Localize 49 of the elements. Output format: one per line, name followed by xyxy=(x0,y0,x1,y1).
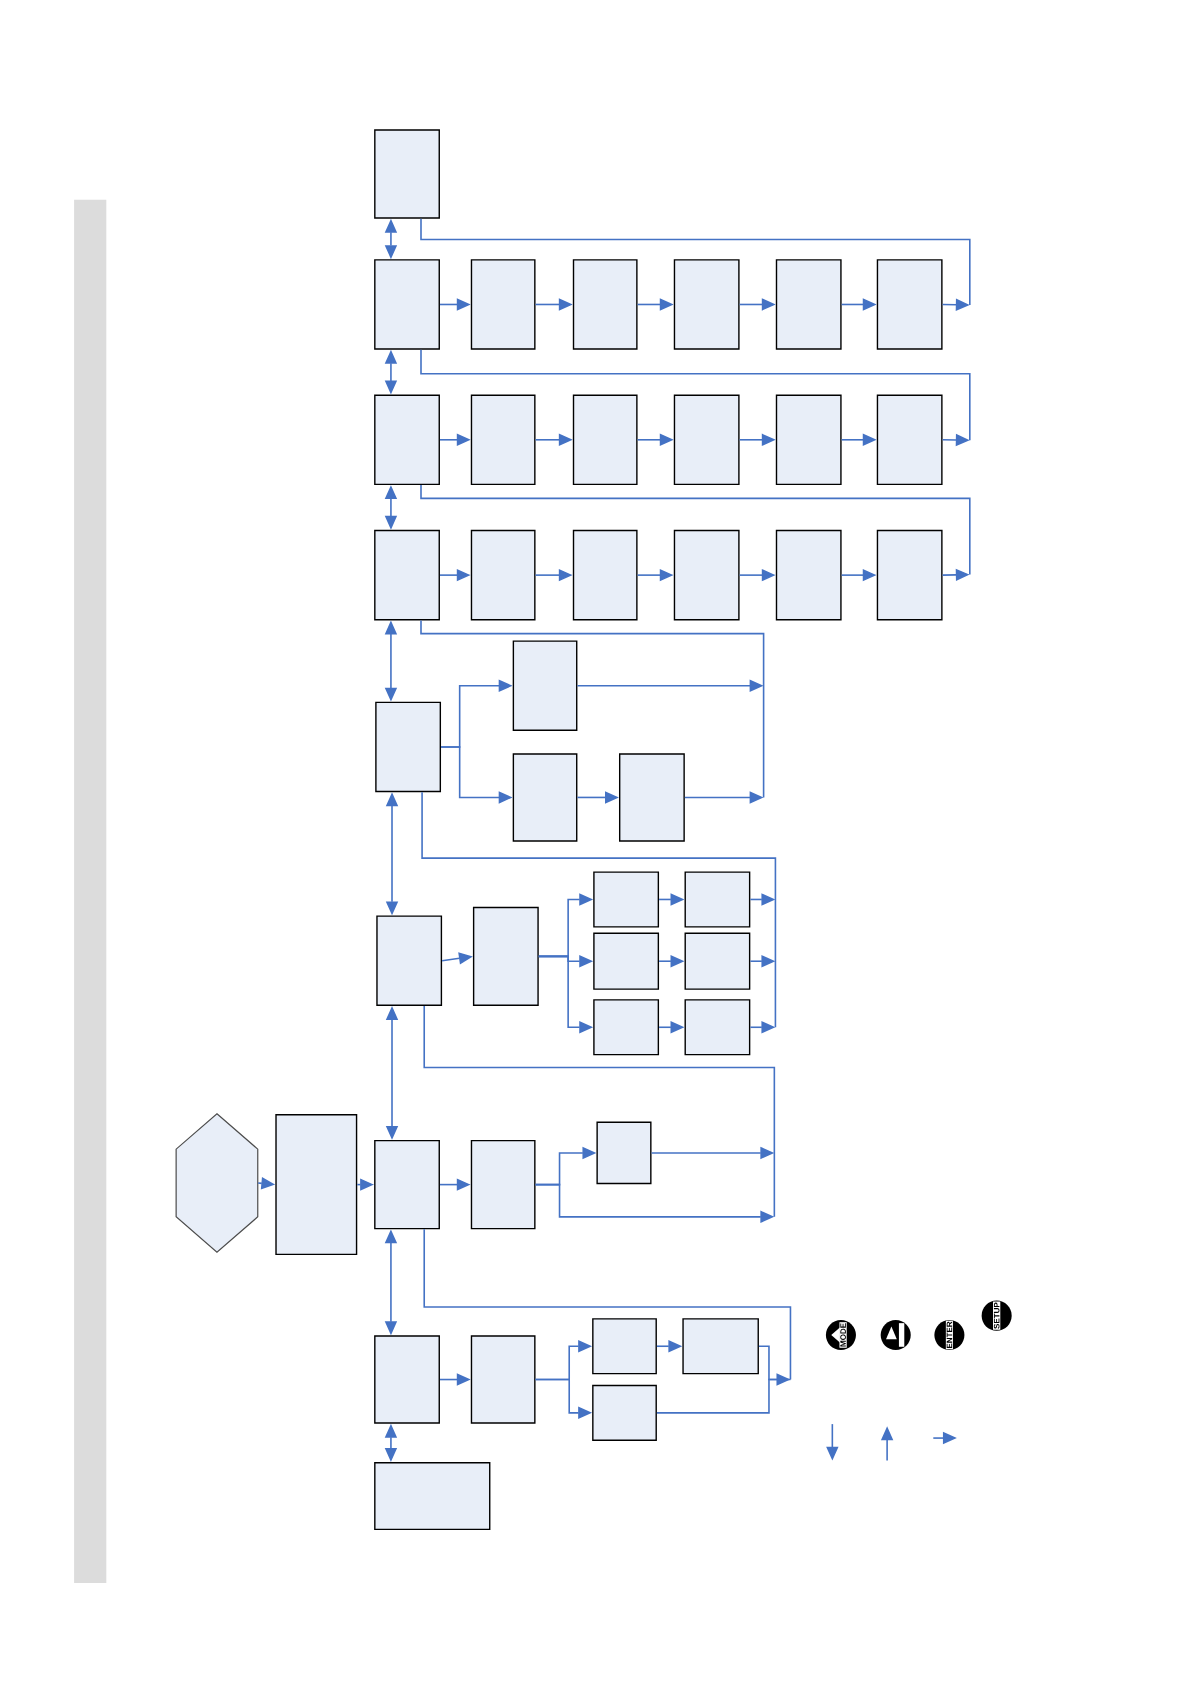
connector-line xyxy=(423,1228,792,1381)
process-box xyxy=(374,1139,440,1230)
process-box xyxy=(470,529,536,621)
process-box xyxy=(684,871,751,928)
process-box xyxy=(470,394,536,486)
process-box xyxy=(596,1121,652,1185)
process-box xyxy=(374,1462,491,1531)
process-box xyxy=(684,932,751,990)
process-box xyxy=(673,529,740,621)
process-box xyxy=(375,701,442,793)
connector-line xyxy=(420,217,971,306)
connector-line xyxy=(421,791,777,1029)
process-box xyxy=(684,999,751,1056)
process-box xyxy=(673,259,740,350)
process-box xyxy=(472,906,539,1006)
process-box xyxy=(593,932,660,990)
process-box xyxy=(512,640,578,731)
process-box xyxy=(374,129,440,219)
process-box xyxy=(682,1318,759,1375)
process-box xyxy=(592,1384,657,1441)
connector-line xyxy=(420,619,765,799)
process-box xyxy=(775,259,842,350)
connector-line xyxy=(420,484,971,576)
process-box xyxy=(470,1335,536,1424)
process-box xyxy=(775,529,842,621)
process-box xyxy=(593,999,660,1056)
process-box xyxy=(673,394,740,486)
process-box xyxy=(876,259,943,350)
process-box xyxy=(619,753,685,842)
process-box xyxy=(592,1318,657,1375)
process-box xyxy=(876,529,943,621)
process-box xyxy=(275,1114,358,1256)
process-box xyxy=(374,1335,440,1424)
process-box xyxy=(374,394,440,486)
process-box xyxy=(572,529,638,621)
process-box xyxy=(470,259,536,350)
process-box xyxy=(876,394,943,486)
connector-line xyxy=(423,1005,776,1218)
process-box xyxy=(593,871,660,928)
process-box xyxy=(374,259,440,350)
process-box xyxy=(374,529,440,621)
process-box xyxy=(775,394,842,486)
process-box xyxy=(376,915,443,1006)
process-box xyxy=(470,1139,536,1230)
process-box xyxy=(512,753,578,842)
connector-line xyxy=(420,348,971,442)
connector-line xyxy=(656,1378,792,1414)
process-box xyxy=(572,394,638,486)
process-box xyxy=(572,259,638,350)
